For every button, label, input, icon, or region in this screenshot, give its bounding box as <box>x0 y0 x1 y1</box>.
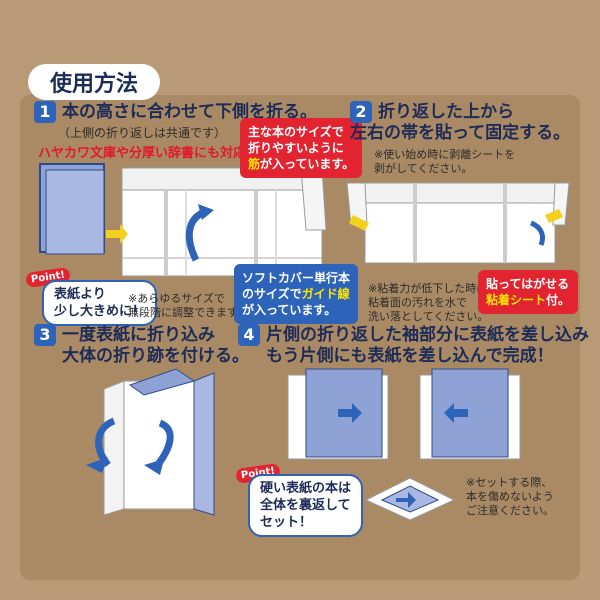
step-1-illustration <box>36 160 346 300</box>
step-4-footnote-line-3: ご注意ください。 <box>466 504 554 517</box>
step-1-red-note: ハヤカワ文庫や分厚い辞書にも対応 <box>38 146 247 161</box>
point-text-line-2: 少し大きめに！ <box>54 304 146 319</box>
step-2-footnote-line-3: 洗い落としてください。 <box>368 310 489 323</box>
step-4-point-text-line-1: 硬い表紙の本は <box>260 481 352 496</box>
step-2-note-line-1: ※使い始め時に剥離シートを <box>374 148 516 161</box>
step-3-title-line-1: 一度表紙に折り込み <box>62 325 215 345</box>
page-title: 使用方法 <box>28 64 160 100</box>
step-1-footnote: ※あらゆるサイズで 無段階に調整できます。 <box>128 292 248 320</box>
step-3-title-line-2: 大体の折り跡を付ける。 <box>62 346 249 366</box>
step-4-title-line-2: もう片側にも表紙を差し込んで完成！ <box>266 346 554 366</box>
point-text-line-1: 表紙より <box>54 287 106 302</box>
step-2-title-line-1: 折り返した上から <box>378 102 514 122</box>
step-4-number: 4 <box>238 324 260 346</box>
band-diagram <box>346 182 570 264</box>
fold-diagram <box>86 368 215 516</box>
red-callout-line-3: 筋が入っています。 <box>248 156 354 172</box>
step-2-footnote-line-2: 粘着面の汚れを水で <box>368 296 467 309</box>
blue-callout-line-3: が入っています。 <box>242 303 337 317</box>
step-4-point-text-line-2: 全体を裏返して <box>260 498 351 513</box>
step-4-footnote-line-2: 本を傷めないよう <box>466 490 554 503</box>
step-2-note-line-2: 剥がしてください。 <box>374 162 473 175</box>
step-2-title-line-2: 左右の帯を貼って固定する。 <box>350 123 571 143</box>
flip-diagram <box>364 477 456 521</box>
red-callout-line-2: 折りやすいように <box>248 141 344 155</box>
step-1-title: 1 本の高さに合わせて下側を折る。 <box>34 101 317 123</box>
footnote-line-1: ※あらゆるサイズで <box>128 292 225 305</box>
step-4-illustration <box>282 365 522 465</box>
step-1-number: 1 <box>34 101 56 123</box>
step-4-footnote-line-1: ※セットする際、 <box>466 476 553 489</box>
step-3-title: 3 一度表紙に折り込み 大体の折り跡を付ける。 <box>34 324 249 367</box>
step-2-callout-suffix: 付。 <box>546 293 571 307</box>
blue-callout-line-2: のサイズでガイド線 <box>242 286 350 302</box>
step-2-callout-accent: 粘着シート <box>486 293 547 307</box>
step-2-footnote-line-1: ※粘着力が低下した時は <box>368 282 488 295</box>
step-2-illustration <box>345 175 570 270</box>
red-callout-accent: 筋 <box>248 157 261 171</box>
step-4-small-illustration <box>362 472 458 524</box>
insert-diagram <box>287 368 521 460</box>
step-4-footnote: ※セットする際、 本を傷めないよう ご注意ください。 <box>466 476 554 518</box>
step-2-note: ※使い始め時に剥離シートを 剥がしてください。 <box>374 148 515 176</box>
step-4-title: 4 片側の折り返した袖部分に表紙を差し込み もう片側にも表紙を差し込んで完成！ <box>238 324 589 367</box>
step-1-point-bubble: 表紙より 少し大きめに！ <box>42 280 158 326</box>
step-4-title-line-1: 片側の折り返した袖部分に表紙を差し込み <box>266 325 589 345</box>
step-3-number: 3 <box>34 324 56 346</box>
blue-callout-accent: ガイド線 <box>301 287 350 301</box>
step-2-footnote: ※粘着力が低下した時は 粘着面の汚れを水で 洗い落としてください。 <box>368 282 488 324</box>
step-1-subtitle: （上側の折り返しは共通です） <box>58 126 227 140</box>
step-2-title: 2 折り返した上から 左右の帯を貼って固定する。 <box>350 101 570 144</box>
blue-callout-line-1: ソフトカバー単行本 <box>242 271 351 285</box>
red-callout-line-1: 主な本のサイズで <box>248 125 344 139</box>
red-callout-suffix: が入っています。 <box>260 157 355 171</box>
blue-callout-prefix: のサイズで <box>242 287 302 301</box>
step-2-callout-line-2: 粘着シート付。 <box>486 292 570 308</box>
step-2-callout: 貼ってはがせる 粘着シート付。 <box>478 270 579 314</box>
step-1-red-callout: 主な本のサイズで 折りやすいように 筋が入っています。 <box>240 118 363 178</box>
step-2-number: 2 <box>350 101 372 123</box>
step-2-callout-line-1: 貼ってはがせる <box>486 277 570 291</box>
step-1-title-text: 本の高さに合わせて下側を折る。 <box>62 102 317 122</box>
step-1-blue-callout: ソフトカバー単行本 のサイズでガイド線 が入っています。 <box>234 264 359 324</box>
step-3-illustration <box>84 365 234 525</box>
step-4-point-bubble: 硬い表紙の本は 全体を裏返して セット！ <box>248 474 364 537</box>
footnote-line-2: 無段階に調整できます。 <box>128 306 248 319</box>
cover-diagram <box>39 163 327 277</box>
step-4-point-text-line-3: セット！ <box>260 515 313 530</box>
